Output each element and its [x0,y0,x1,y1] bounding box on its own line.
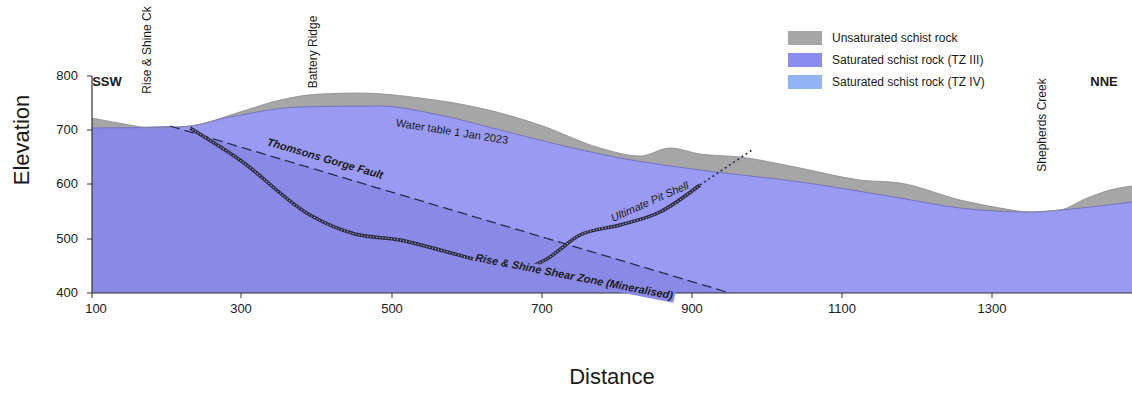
legend-text: Saturated schist rock (TZ IV) [832,76,985,89]
x-tick [692,293,693,298]
tick-label: 1300 [978,302,1007,316]
footwall-zone [92,126,730,293]
water-table-label: Water table 1 Jan 2023 [395,117,509,146]
x-tick [392,293,393,298]
tick-label: 500 [54,232,80,246]
pit-shell-label: Ultimate Pit Shell [609,180,690,225]
x-axis [92,292,1132,293]
tick-label: 400 [54,286,80,300]
axes [87,76,1132,298]
y-tick [87,130,92,131]
ground-surface [92,93,1132,212]
water-table-line [92,106,1132,212]
tick-label: 600 [54,177,80,191]
x-tick [92,293,93,298]
legend-swatch [788,31,822,45]
fault-line [170,126,730,293]
pit-shell-hatch [190,128,700,268]
place-name: Battery Ridge [307,16,320,89]
tick-label: 800 [54,69,80,83]
legend-text: Unsaturated schist rock [832,32,957,45]
x-tick [992,293,993,298]
pit-shell-extension [700,150,752,185]
geology [92,93,1132,293]
axis-title: Distance [569,365,655,388]
place-name: Rise & Shine Ck [141,6,154,93]
tick-label: 1100 [828,302,856,316]
legend-swatch [788,75,822,89]
fault-label: Thomsons Gorge Fault [266,137,385,182]
y-tick [87,239,92,240]
direction-label: NNE [1090,75,1117,89]
tick-label: 700 [54,123,80,137]
place-name: Shepherds Creek [1036,78,1049,171]
legend-swatch [788,53,822,67]
tick-label: 100 [85,302,107,316]
pit-shell-line [190,128,700,268]
saturated-zone [92,106,1132,293]
legend-text: Saturated schist rock (TZ III) [832,54,983,67]
x-tick [241,293,242,298]
tick-label: 500 [381,302,403,316]
tick-label: 900 [681,302,703,316]
axis-title: Elevation [10,95,33,186]
x-tick [842,293,843,298]
tick-label: 300 [230,302,252,316]
y-tick [87,184,92,185]
x-tick [542,293,543,298]
y-tick [87,293,92,294]
direction-label: SSW [92,75,122,89]
y-tick [87,76,92,77]
shear-zone-label: Rise & Shine Shear Zone (Mineralised) [472,252,676,302]
tick-label: 700 [531,302,553,316]
unsaturated-zone [92,93,1132,293]
